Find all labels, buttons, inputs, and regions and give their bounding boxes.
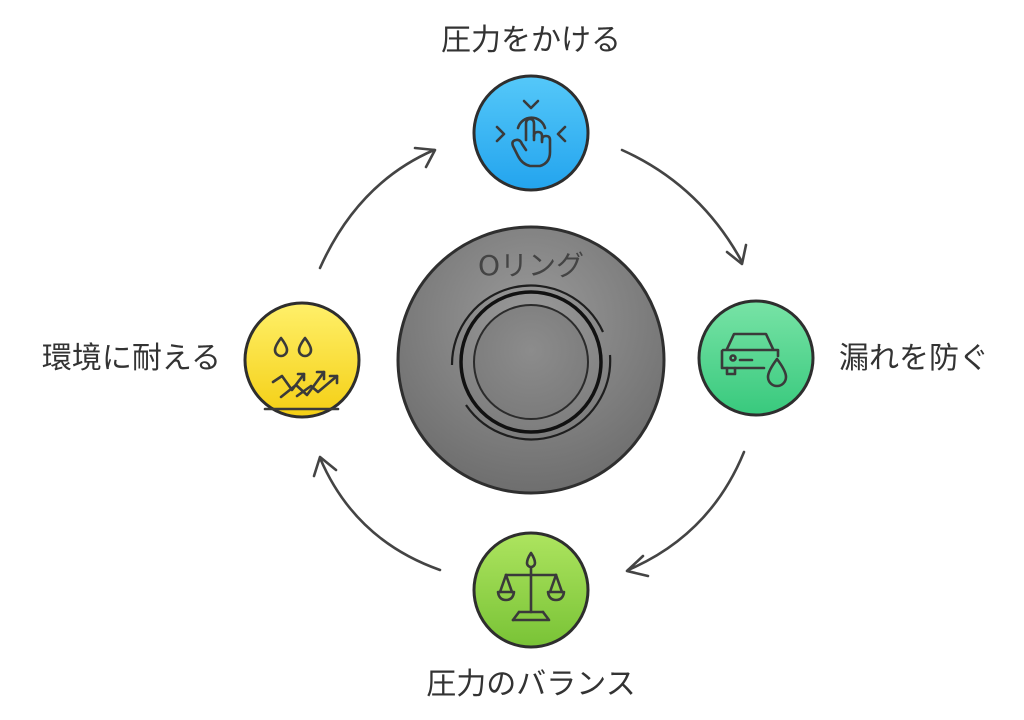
o-ring-center: Oリング bbox=[396, 225, 666, 495]
o-ring-icon bbox=[450, 284, 612, 441]
arrow-top-to-right bbox=[620, 148, 748, 266]
node-label-withstand-environment: 環境に耐える bbox=[42, 341, 221, 376]
press-hand-icon bbox=[495, 99, 567, 168]
node-label-prevent-leaks: 漏れを防ぐ bbox=[839, 341, 989, 376]
node-withstand-environment: 環境に耐える bbox=[42, 301, 361, 419]
balance-scale-icon bbox=[496, 551, 566, 622]
node-pressure-balance: 圧力のバランス bbox=[426, 531, 636, 702]
drops-trend-icon bbox=[263, 336, 340, 411]
node-label-pressure-balance: 圧力のバランス bbox=[426, 667, 635, 702]
node-prevent-leaks: 漏れを防ぐ bbox=[697, 299, 989, 417]
node-circle-prevent-leaks bbox=[697, 299, 815, 417]
car-drop-icon bbox=[720, 332, 788, 388]
node-circle-withstand-environment bbox=[243, 301, 361, 419]
node-circle-apply-pressure bbox=[472, 74, 590, 192]
arrow-bottom-to-left bbox=[312, 455, 442, 572]
node-apply-pressure: 圧力をかける bbox=[441, 23, 621, 192]
cycle-arrows bbox=[312, 146, 748, 578]
arrow-right-to-bottom bbox=[625, 450, 746, 578]
center-label: Oリング bbox=[478, 249, 584, 282]
arrow-left-to-top bbox=[318, 146, 437, 270]
node-label-apply-pressure: 圧力をかける bbox=[441, 23, 621, 58]
